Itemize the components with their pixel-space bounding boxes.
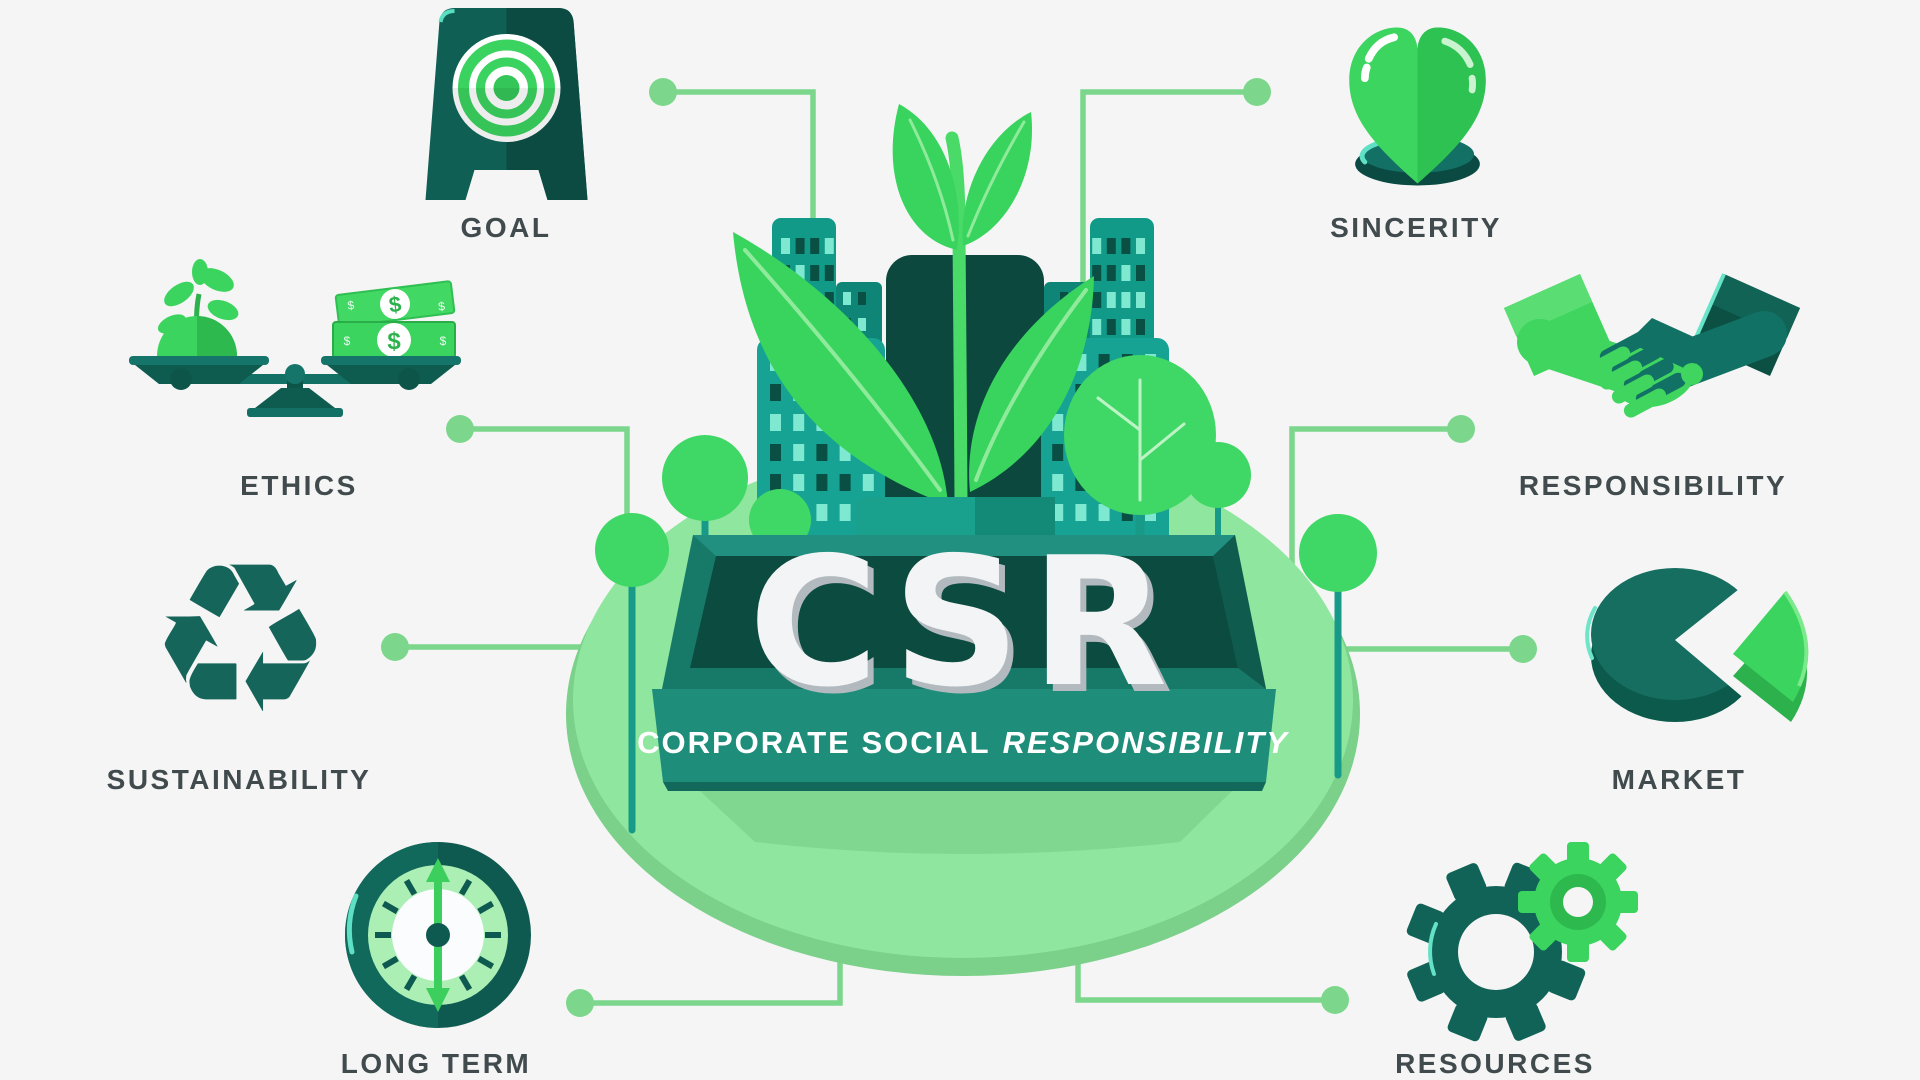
node-icon-responsibility — [1502, 256, 1802, 466]
money-on-scale: $ $ $ $ $ $ — [332, 280, 456, 359]
gears-icon — [1406, 842, 1638, 1042]
leaf-mid-right — [969, 276, 1094, 492]
node-label-market: MARKET — [1611, 764, 1747, 795]
tree — [595, 513, 669, 587]
target-board-icon — [425, 8, 588, 200]
node-icon-long-term — [340, 834, 536, 1036]
node-label-resources: RESOURCES — [1395, 1048, 1595, 1079]
heart-icon — [1349, 27, 1486, 186]
node-icon-resources — [1396, 824, 1654, 1049]
node-icon-sustainability: ♻ — [138, 536, 343, 762]
trees — [595, 355, 1377, 834]
connector-ethics — [460, 426, 630, 600]
node-label-sincerity: SINCERITY — [1330, 212, 1502, 243]
node-icon-sincerity — [1320, 6, 1515, 206]
sign-ground-shadow — [700, 791, 1232, 854]
tree — [1299, 514, 1377, 592]
svg-text:$: $ — [440, 334, 447, 348]
leaf-top-right — [962, 112, 1033, 246]
node-icon-goal — [424, 4, 590, 204]
connector-dots — [381, 78, 1537, 1017]
handshake-icon — [1504, 273, 1800, 418]
svg-text:$: $ — [437, 299, 446, 314]
clock-icon — [345, 842, 531, 1028]
node-icon-ethics: $ $ $ $ $ $ — [127, 244, 463, 420]
sprout-plant — [733, 104, 1094, 507]
node-label-responsibility: RESPONSIBILITY — [1518, 470, 1788, 501]
node-label-goal: GOAL — [460, 212, 552, 243]
node-label-sustainability: SUSTAINABILITY — [106, 764, 372, 795]
tree — [662, 435, 748, 521]
sign-plinth — [652, 689, 1276, 782]
connector-sincerity — [1080, 89, 1257, 300]
scale-body — [129, 356, 461, 417]
svg-text:$: $ — [387, 291, 402, 317]
svg-text:$: $ — [347, 298, 356, 313]
node-label-ethics: ETHICS — [240, 470, 358, 501]
csr-title-shadow: CSR — [754, 526, 1183, 733]
svg-text:$: $ — [344, 334, 351, 348]
plant-on-scale — [157, 259, 239, 356]
balance-scale-icon: $ $ $ $ $ $ — [129, 259, 461, 417]
recycle-icon: ♻ — [147, 519, 334, 761]
connector-responsibility — [1289, 426, 1461, 600]
leaf-top-left — [892, 104, 959, 250]
tree — [1185, 442, 1251, 508]
node-icon-market — [1575, 546, 1825, 761]
svg-text:$: $ — [387, 328, 401, 355]
csr-title: CSR — [748, 519, 1177, 726]
connector-lines — [395, 89, 1523, 1006]
connector-goal — [663, 89, 816, 250]
pie-chart-icon — [1585, 562, 1809, 728]
node-label-long-term: LONG TERM — [340, 1048, 532, 1079]
